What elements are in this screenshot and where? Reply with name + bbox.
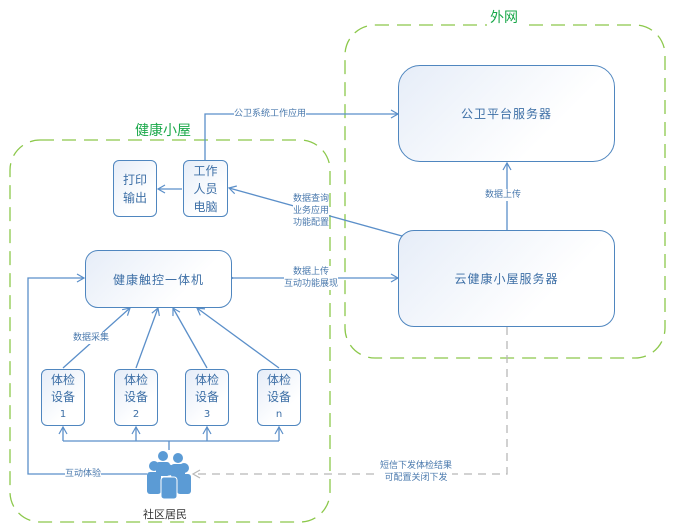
- device-label: 体检: [194, 373, 219, 387]
- device-number: 1: [59, 409, 67, 420]
- device-label: 设备: [194, 390, 219, 404]
- edge-cloud-residents-sms: [191, 327, 508, 479]
- edge-label-residents-kiosk: 互动体验: [65, 468, 102, 480]
- edge-label-cloud-residents: 短信下发体检结果 可配置关闭下发: [380, 460, 453, 484]
- edge-label-line: 数据上传: [293, 267, 330, 277]
- workstation-line2: 人员: [193, 181, 218, 196]
- zone-health-hut-border: [9, 139, 331, 523]
- device-number: n: [275, 409, 283, 420]
- zone-external-border: [344, 24, 666, 359]
- police-server-node: 公卫平台服务器: [398, 65, 615, 162]
- edge-label-line: 互动功能展现: [284, 279, 339, 289]
- device-label: 体检: [50, 373, 75, 387]
- edge-label-line: 数据查询: [293, 194, 330, 204]
- device-node-n: 体检 设备 n: [257, 369, 301, 426]
- edge-label-line: 短信下发体检结果: [380, 461, 453, 471]
- kiosk-node: 健康触控一体机: [85, 250, 232, 308]
- device-label: 设备: [50, 390, 75, 404]
- edge-device2-kiosk: [135, 306, 160, 369]
- edge-workstation-police: [204, 109, 400, 160]
- device-node-1: 体检 设备 1: [41, 369, 85, 426]
- zone-health-hut-title: 健康小屋: [132, 123, 194, 139]
- residents-label: 社区居民: [143, 508, 187, 521]
- zone-external-title: 外网: [487, 10, 521, 26]
- edge-label-line: 业务应用: [293, 206, 330, 216]
- device-node-3: 体检 设备 3: [185, 369, 229, 426]
- edge-label-line: 可配置关闭下发: [384, 473, 448, 483]
- edge-device4-kiosk: [196, 307, 280, 369]
- workstation-line1: 工作: [193, 163, 218, 178]
- cloud-server-node: 云健康小屋服务器: [398, 230, 615, 327]
- device-node-2: 体检 设备 2: [114, 369, 158, 426]
- device-number: 2: [132, 409, 140, 420]
- printer-line1: 打印: [122, 172, 147, 187]
- device-label: 设备: [266, 390, 291, 404]
- printer-line2: 输出: [122, 190, 147, 205]
- edge-label-cloud-workstation: 数据查询 业务应用 功能配置: [293, 193, 330, 229]
- edge-label-devices-kiosk: 数据采集: [73, 332, 110, 344]
- workstation-node: 工作 人员 电脑: [183, 160, 228, 217]
- printer-node: 打印 输出: [113, 160, 157, 217]
- device-label: 设备: [123, 390, 148, 404]
- edge-label-workstation-police: 公卫系统工作应用: [234, 108, 307, 120]
- workstation-line3: 电脑: [193, 199, 218, 214]
- edge-device3-kiosk: [172, 306, 208, 369]
- device-number: 3: [203, 409, 211, 420]
- device-label: 体检: [123, 373, 148, 387]
- edge-label-line: 功能配置: [293, 218, 330, 228]
- edge-label-cloud-police: 数据上传: [485, 189, 522, 201]
- residents-icon: [147, 451, 191, 500]
- edge-label-kiosk-cloud: 数据上传 互动功能展现: [284, 266, 339, 290]
- device-label: 体检: [266, 373, 291, 387]
